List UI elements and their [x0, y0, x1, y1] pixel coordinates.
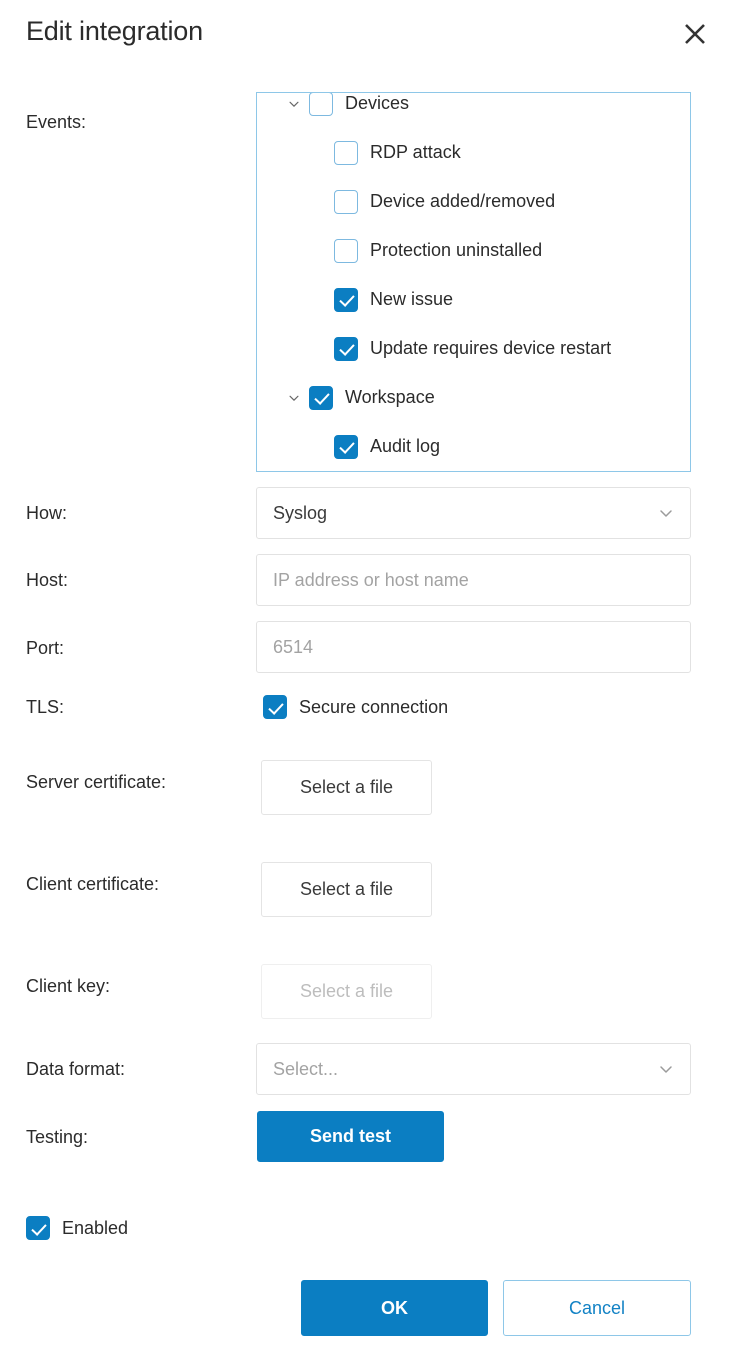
close-button[interactable] — [673, 12, 717, 56]
server-certificate-label: Server certificate: — [26, 772, 167, 792]
dialog-header: Edit integration — [0, 0, 733, 72]
events-tree-label: Devices — [345, 93, 410, 113]
how-select-value: Syslog — [273, 502, 328, 523]
tls-checkbox-label: Secure connection — [299, 696, 449, 717]
ok-button[interactable]: OK — [301, 1280, 488, 1336]
events-tree-checkbox[interactable] — [334, 140, 358, 165]
events-tree-checkbox[interactable] — [334, 189, 358, 214]
client-certificate-label: Client certificate: — [26, 874, 160, 894]
events-tree-item[interactable]: Device added/removed — [257, 177, 690, 226]
send-test-button[interactable]: Send test — [257, 1111, 444, 1162]
events-tree-label: New issue — [370, 289, 454, 309]
client-key-label: Client key: — [26, 976, 111, 996]
events-tree-item[interactable]: New issue — [257, 275, 690, 324]
events-tree-label: Workspace — [345, 387, 435, 407]
testing-label: Testing: — [26, 1127, 89, 1147]
events-tree-label: Audit log — [370, 436, 441, 456]
chevron-down-icon — [658, 505, 674, 521]
events-tree-item[interactable]: Update requires device restart — [257, 324, 690, 373]
port-input-placeholder: 6514 — [273, 636, 314, 657]
events-tree-group[interactable]: Devices — [257, 93, 690, 128]
events-tree-label: Update requires device restart — [370, 338, 612, 358]
enabled-checkbox[interactable] — [26, 1216, 50, 1240]
events-tree-checkbox[interactable] — [334, 287, 358, 312]
how-label: How: — [26, 503, 68, 523]
events-tree-checkbox[interactable] — [309, 93, 333, 116]
close-icon — [683, 22, 707, 46]
host-input[interactable]: IP address or host name — [256, 554, 691, 606]
chevron-down-icon — [658, 1061, 674, 1077]
client-key-select-file-button: Select a file — [261, 964, 432, 1019]
events-label: Events: — [26, 112, 87, 132]
how-select[interactable]: Syslog — [256, 487, 691, 539]
tls-secure-connection-toggle[interactable]: Secure connection — [263, 695, 448, 719]
events-tree-checkbox[interactable] — [334, 238, 358, 263]
enabled-checkbox-label: Enabled — [62, 1217, 129, 1238]
events-tree-checkbox[interactable] — [309, 385, 333, 410]
data-format-select-placeholder: Select... — [273, 1058, 339, 1079]
events-tree-label: Device added/removed — [370, 191, 556, 211]
port-input[interactable]: 6514 — [256, 621, 691, 673]
page-title: Edit integration — [26, 16, 203, 46]
events-tree-group[interactable]: Workspace — [257, 373, 690, 422]
events-tree-checkbox[interactable] — [334, 336, 358, 361]
enabled-toggle[interactable]: Enabled — [26, 1216, 128, 1240]
events-tree-checkbox[interactable] — [334, 434, 358, 459]
events-tree-item[interactable]: RDP attack — [257, 128, 690, 177]
events-tree-label: RDP attack — [370, 142, 461, 162]
events-tree-item[interactable]: Audit log — [257, 422, 690, 471]
cancel-button[interactable]: Cancel — [503, 1280, 691, 1336]
chevron-down-icon[interactable] — [283, 387, 305, 409]
events-tree-label: Protection uninstalled — [370, 240, 543, 260]
server-certificate-select-file-button[interactable]: Select a file — [261, 760, 432, 815]
tls-label: TLS: — [26, 697, 65, 717]
data-format-label: Data format: — [26, 1059, 126, 1079]
port-label: Port: — [26, 638, 65, 658]
data-format-select[interactable]: Select... — [256, 1043, 691, 1095]
chevron-down-icon[interactable] — [283, 93, 305, 115]
client-certificate-select-file-button[interactable]: Select a file — [261, 862, 432, 917]
events-tree-item[interactable]: Protection uninstalled — [257, 226, 690, 275]
tls-checkbox[interactable] — [263, 695, 287, 719]
host-input-placeholder: IP address or host name — [273, 569, 469, 590]
host-label: Host: — [26, 570, 69, 590]
